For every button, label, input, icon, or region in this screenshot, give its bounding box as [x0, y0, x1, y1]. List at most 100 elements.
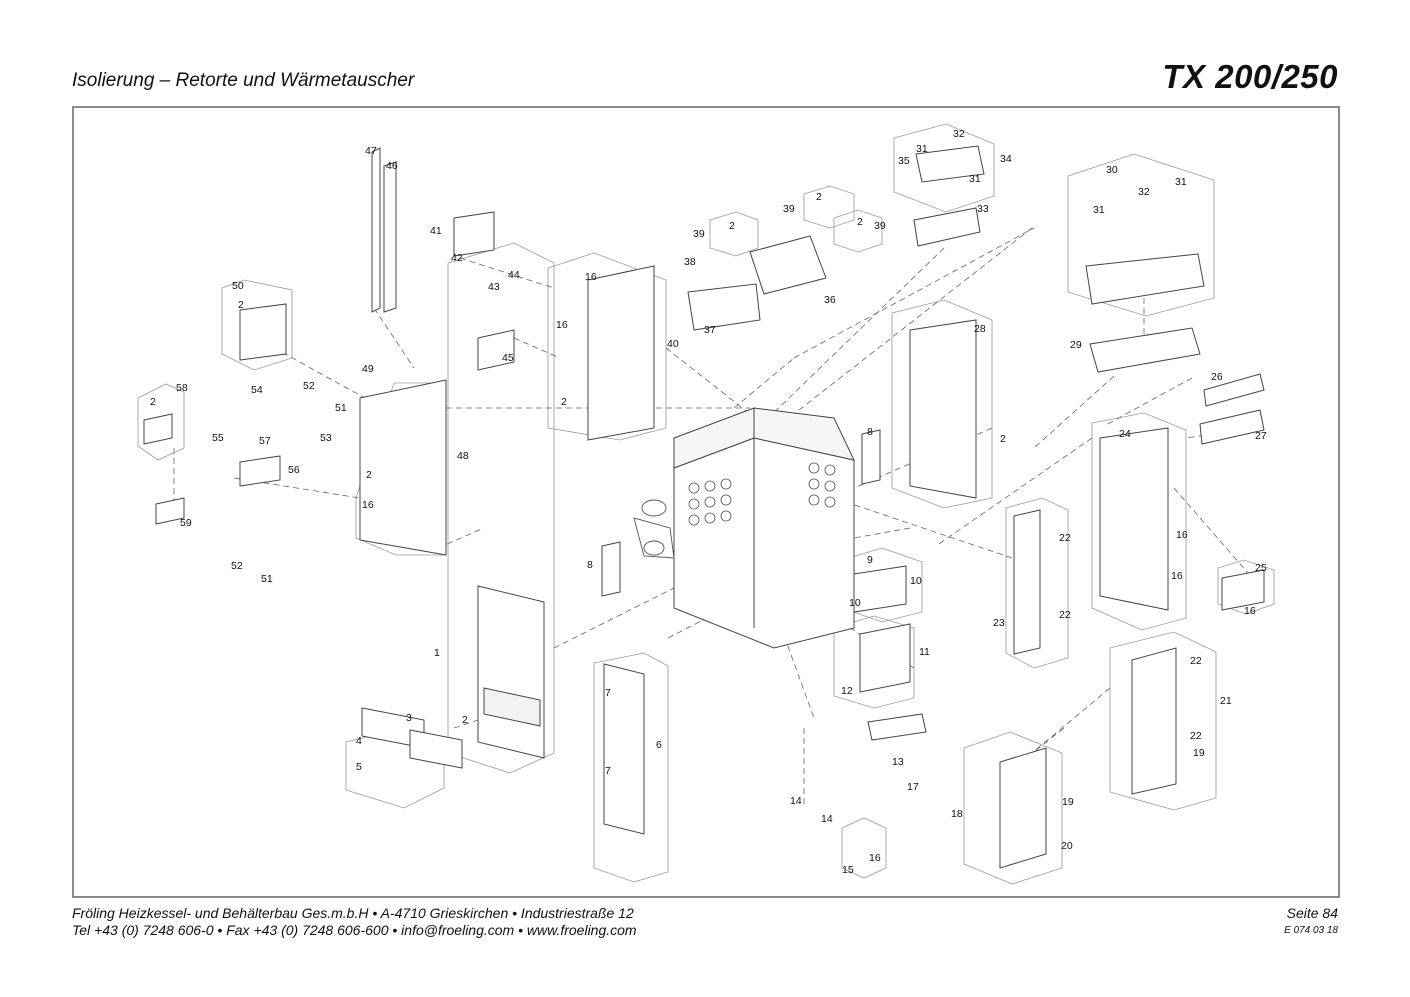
part-23-panel [1013, 509, 1041, 655]
callout-label: 15 [842, 864, 854, 876]
callout-label: 37 [704, 324, 716, 336]
footer-doc-number: E 074 03 18 [1284, 925, 1338, 936]
callout-label: 47 [365, 145, 377, 157]
callout-label: 1 [434, 647, 440, 659]
callout-label: 2 [366, 469, 372, 481]
callout-label: 26 [1211, 371, 1223, 383]
part-3-block [409, 729, 463, 769]
callout-label: 14 [790, 795, 802, 807]
callout-label: 19 [1062, 796, 1074, 808]
callout-label: 41 [430, 225, 442, 237]
callout-label: 58 [176, 382, 188, 394]
callout-label: 8 [867, 426, 873, 438]
outline-cover-11 [833, 615, 915, 709]
callout-label: 27 [1255, 430, 1267, 442]
part-33-block [913, 207, 981, 247]
callout-label: 11 [919, 646, 930, 658]
part-27-channel [1199, 409, 1265, 445]
outline-small-39a [709, 211, 759, 257]
outline-panel-40 [547, 252, 667, 441]
callout-label: 45 [502, 352, 514, 364]
callout-label: 16 [1176, 529, 1188, 541]
callout-label: 16 [362, 499, 374, 511]
callout-label: 20 [1061, 840, 1073, 852]
callout-label: 24 [1119, 428, 1131, 440]
callout-label: 10 [849, 597, 861, 609]
callout-label: 40 [667, 338, 679, 350]
callout-label: 7 [605, 765, 611, 777]
callout-label: 44 [508, 269, 520, 281]
outline-panel-28 [891, 299, 993, 509]
part-8-cover-right [861, 429, 881, 485]
callout-label: 55 [212, 432, 224, 444]
callout-label: 57 [259, 435, 271, 447]
callout-label: 34 [1000, 153, 1012, 165]
part-26-strip [1203, 373, 1265, 407]
group-outlines [137, 123, 1275, 885]
callout-label: 49 [362, 363, 374, 375]
callout-label: 9 [867, 554, 873, 566]
callout-label: 56 [288, 464, 300, 476]
model-title: TX 200/250 [1162, 58, 1338, 95]
outline-cover-15 [841, 817, 887, 879]
part-59-cover [155, 497, 185, 525]
callout-label: 53 [320, 432, 332, 444]
part-25-cover [1221, 569, 1265, 611]
part-9-cover [853, 565, 907, 613]
callout-label: 46 [386, 160, 398, 172]
callout-label: 54 [251, 384, 263, 396]
callout-label: 39 [783, 203, 795, 215]
callout-label: 22 [1059, 609, 1071, 621]
outline-top-34 [893, 123, 995, 213]
callout-label: 31 [1175, 176, 1187, 188]
callout-label: 52 [231, 560, 243, 572]
callout-label: 22 [1190, 655, 1202, 667]
callout-label: 39 [874, 220, 886, 232]
part-34-plate [915, 145, 985, 183]
callout-label: 4 [356, 735, 362, 747]
callout-label: 7 [605, 687, 611, 699]
callout-label: 51 [335, 402, 347, 414]
part-18-panel [999, 747, 1047, 869]
part-21-panel [1131, 647, 1177, 795]
callout-label: 2 [238, 299, 244, 311]
footer-contact: Tel +43 (0) 7248 606-0 • Fax +43 (0) 724… [72, 922, 637, 938]
boiler-holes [688, 462, 836, 526]
callout-label: 51 [261, 573, 273, 585]
callout-label: 2 [462, 714, 468, 726]
callout-label: 2 [561, 396, 567, 408]
outline-side-panel-6 [593, 652, 669, 883]
callout-label: 22 [1059, 532, 1071, 544]
part-58-cover [143, 413, 173, 445]
callout-label: 42 [451, 252, 463, 264]
outline-panel-23 [1005, 497, 1069, 669]
part-6-side [603, 663, 645, 835]
callout-label: 2 [1000, 433, 1006, 445]
footer-page-number: Seite 84 [1286, 905, 1338, 921]
callout-labels: 1234567788910101112131414151617181919202… [150, 128, 1267, 876]
callout-label: 32 [953, 128, 965, 140]
callout-label: 25 [1255, 562, 1267, 574]
part-30-plate [1085, 253, 1205, 305]
part-37-plate [687, 283, 761, 331]
callout-label: 21 [1220, 695, 1232, 707]
retort-feeder [633, 499, 675, 559]
callout-label: 43 [488, 281, 500, 293]
outline-panel-21 [1109, 631, 1217, 811]
boiler-front [673, 437, 855, 649]
part-36-plate [749, 235, 827, 295]
part-46-strip [383, 161, 397, 313]
part-45-plate [477, 329, 515, 371]
callout-label: 19 [1193, 747, 1205, 759]
outline-top-30 [1067, 153, 1215, 317]
callout-label: 36 [824, 294, 836, 306]
part-24-panel [1099, 427, 1169, 611]
callout-label: 16 [1171, 570, 1183, 582]
callout-label: 18 [951, 808, 963, 820]
part-2-grille [483, 687, 541, 727]
callout-label: 33 [977, 203, 989, 215]
callout-label: 35 [898, 155, 910, 167]
part-13-rail [867, 713, 927, 741]
outline-panel-24 [1091, 412, 1187, 631]
